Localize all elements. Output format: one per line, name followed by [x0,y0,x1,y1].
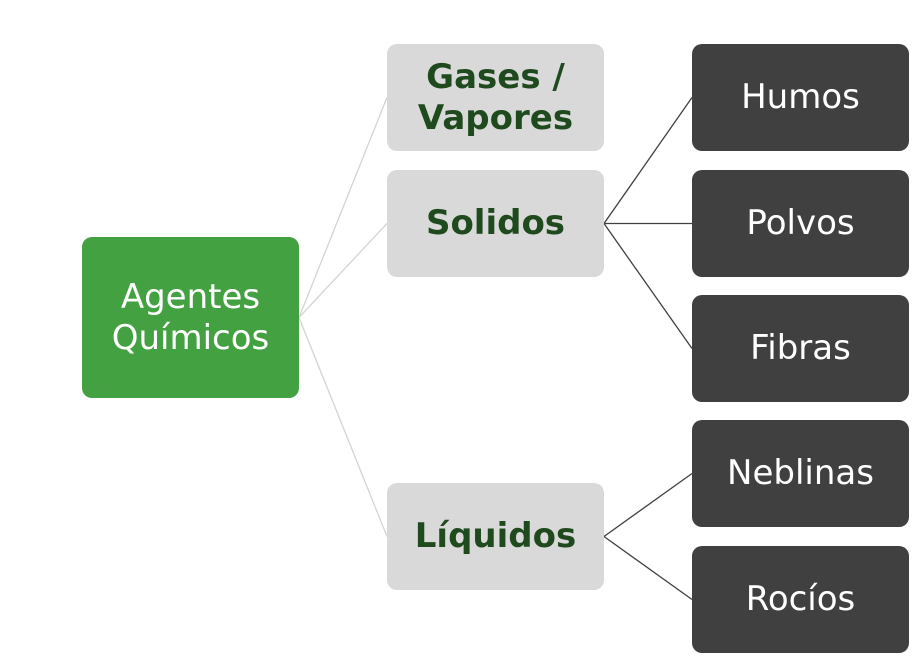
leaf-node-humos: Humos [692,44,909,151]
leaf-node-neblinas: Neblinas [692,420,909,527]
leaf-connectors [603,97,693,601]
leaf-label-neblinas: Neblinas [727,453,874,494]
category-node-gases-vapores: Gases / Vapores [387,44,604,151]
leaf-label-rocios: Rocíos [745,579,856,620]
leaf-label-polvos: Polvos [746,203,855,244]
leaf-node-polvos: Polvos [692,170,909,277]
connector-root-solidos [298,223,388,318]
category-label-liquidos: Líquidos [414,516,577,557]
root-node-agentes-quimicos: Agentes Químicos [82,237,299,398]
connector-solidos-fibras [603,223,693,349]
category-label-gases-vapores: Gases / Vapores [417,56,574,138]
leaf-node-fibras: Fibras [692,295,909,402]
leaf-node-rocios: Rocíos [692,546,909,653]
connector-liquidos-rocios [603,535,693,601]
root-node-label: Agentes Químicos [111,276,270,358]
category-node-liquidos: Líquidos [387,483,604,590]
leaf-label-humos: Humos [741,77,860,118]
connector-root-liquidos [298,317,388,537]
leaf-label-fibras: Fibras [750,328,851,369]
connector-liquidos-neblinas [603,472,693,538]
root-connectors [298,97,388,537]
category-label-solidos: Solidos [425,203,566,244]
category-node-solidos: Solidos [387,170,604,277]
connector-solidos-humos [603,97,693,224]
connector-root-gases [298,97,388,318]
